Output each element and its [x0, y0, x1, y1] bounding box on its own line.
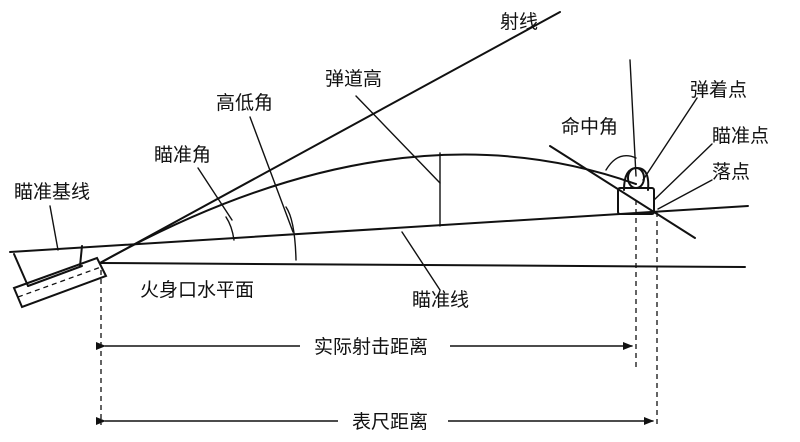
leader-aiming-base-line	[49, 205, 59, 251]
label-actual-range: 实际射击距离	[314, 336, 428, 358]
leader-aiming-angle	[197, 167, 233, 221]
aiming-angle-arc	[225, 216, 235, 241]
leader-line-of-sight	[401, 231, 441, 291]
label-sight-range: 表尺距离	[352, 411, 428, 433]
label-trajectory-height: 弹道高	[325, 68, 382, 90]
leader-impact-point-2	[642, 97, 698, 181]
label-impact-point: 弹着点	[690, 79, 747, 101]
leader-trajectory-height	[355, 95, 441, 184]
label-aiming-angle: 瞄准角	[154, 144, 211, 166]
line-of-sight	[9, 205, 749, 253]
actual-range-label-bg	[300, 331, 450, 359]
label-aiming-point: 瞄准点	[712, 125, 769, 147]
label-aiming-base-line: 瞄准基线	[14, 181, 90, 203]
leader-aiming-point	[653, 143, 713, 201]
label-angle-of-fall: 命中角	[561, 116, 618, 138]
label-firing-line: 射线	[500, 11, 538, 33]
label-line-of-sight: 瞄准线	[412, 289, 469, 311]
label-landing-point: 落点	[712, 161, 750, 183]
leader-elevation-angle	[249, 116, 294, 233]
leader-impact-point	[629, 59, 637, 177]
leader-landing-point	[657, 179, 713, 210]
firing-line	[99, 11, 561, 264]
elevation-angle-arc	[285, 206, 297, 261]
sight-range-label-bg	[338, 406, 448, 434]
gun-barrel	[12, 245, 108, 309]
muzzle-horizontal-plane	[99, 262, 746, 268]
descending-tangent	[549, 145, 696, 239]
trajectory-curve	[99, 153, 637, 264]
angle-of-fall-arc	[605, 155, 637, 171]
label-muzzle-horizontal-plane: 火身口水平面	[140, 279, 254, 301]
label-elevation-angle: 高低角	[216, 92, 273, 114]
